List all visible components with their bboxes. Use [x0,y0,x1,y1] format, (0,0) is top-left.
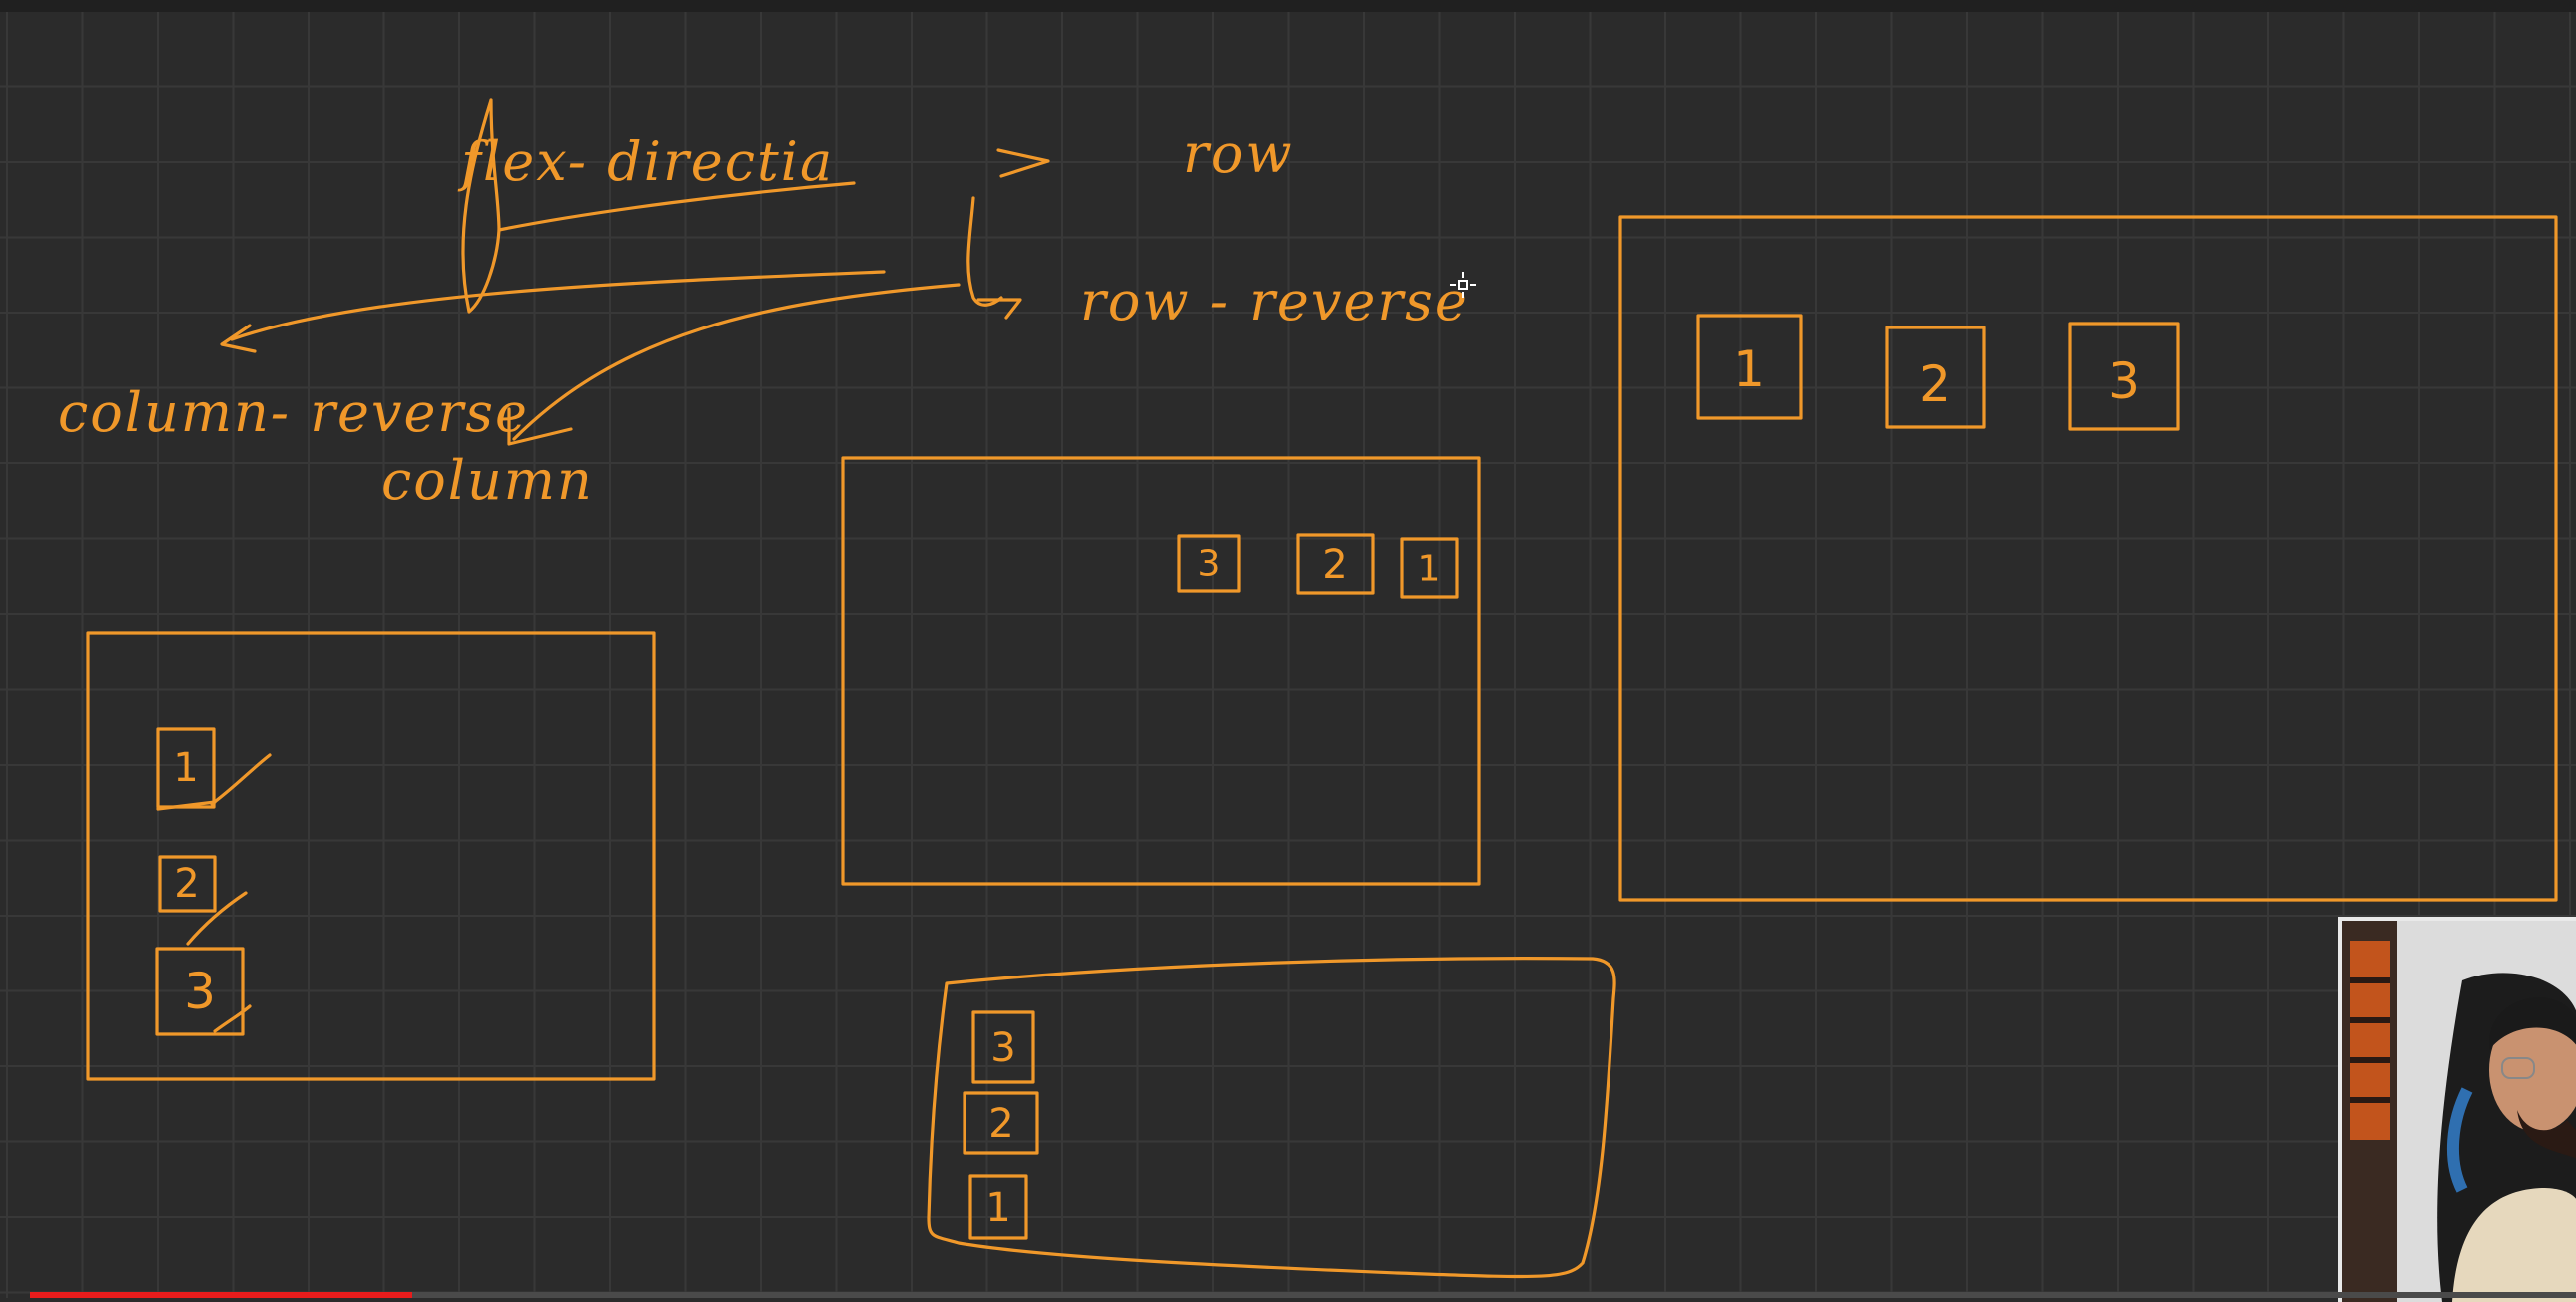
row-item-1 [1696,314,1803,420]
col-rev-item-2-label: 2 [174,861,199,907]
ink-group: flex- directia row row - reverse column-… [58,98,2558,1279]
row-item-3-label: 3 [2108,352,2140,410]
col-item-1-label: 1 [985,1185,1010,1231]
check-mark-3 [213,1004,252,1033]
col-rev-item-3-label: 3 [184,963,216,1020]
presenter-webcam [2338,917,2576,1302]
column-container [927,957,1616,1279]
arrow-to-row-reverse [976,298,1022,320]
row-reverse-container [841,456,1481,886]
col-item-3-label: 3 [990,1025,1015,1071]
underline-stroke [497,181,856,232]
row-item-1-label: 1 [1733,340,1765,398]
col-rev-item-2 [158,855,217,913]
column-reverse-label: column- reverse [58,381,529,444]
col-rev-item-1-label: 1 [173,745,198,791]
row-rev-item-2-label: 2 [1322,542,1347,588]
check-mark-1 [156,753,272,811]
row-rev-item-1-label: 1 [1418,549,1441,590]
curve-to-column [512,283,961,441]
row-reverse-label: row - reverse [1080,270,1469,332]
row-rev-item-3 [1177,534,1241,593]
col-item-3 [971,1010,1035,1084]
column-label: column [381,449,594,512]
row-rev-item-3-label: 3 [1198,544,1221,585]
row-item-2 [1885,326,1986,429]
video-progress-fill [30,1292,412,1298]
arrow-to-column-reverse [220,324,257,353]
col-item-2 [963,1091,1039,1155]
curve-to-column-reverse [230,270,886,341]
col-item-1 [968,1174,1028,1240]
video-progress-bar[interactable] [30,1292,2576,1298]
top-bar [0,0,2576,12]
row-reverse-hook [966,196,1003,307]
flex-brace [461,98,501,314]
column-reverse-container [86,631,656,1081]
flex-direction-label: flex- directia [457,130,834,193]
row-item-2-label: 2 [1919,355,1951,413]
row-label: row [1183,122,1294,185]
check-mark-2 [186,891,248,946]
presenter-avatar [2342,921,2576,1302]
row-container [1618,215,2558,902]
move-cursor-icon [1450,272,1476,298]
row-item-3 [2068,322,2180,431]
col-rev-item-3 [155,947,245,1036]
row-rev-item-2 [1296,533,1375,595]
arrow-to-column [507,407,573,446]
arrow-to-row [996,148,1050,178]
row-rev-item-1 [1400,537,1459,599]
col-item-2-label: 2 [988,1101,1013,1147]
